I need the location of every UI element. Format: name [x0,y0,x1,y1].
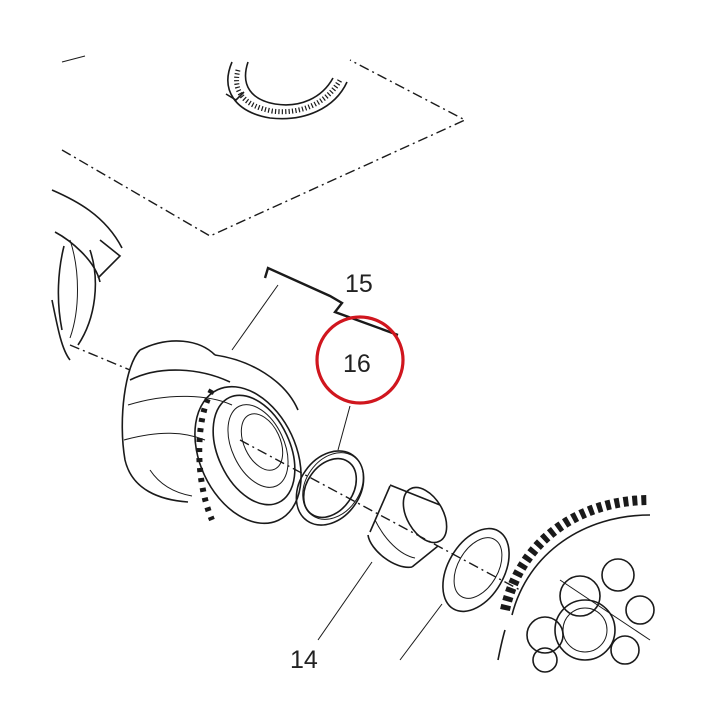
group-outline-dashed [61,55,467,237]
washer-icon [399,527,510,661]
swingarm-section-icon [51,189,123,361]
callout-16-label: 16 [343,350,371,378]
callout-16-group[interactable]: 16 [315,315,405,405]
spacer-bushing-icon [367,484,448,568]
callout-16-highlight-circle [315,315,405,405]
callout-16-leader [337,405,351,451]
assembly-axis-line [69,344,521,591]
callout-15-bracket [231,266,399,351]
callout-14-label: 14 [290,646,318,674]
sprocket-icon [497,495,655,673]
hub-carrier-icon [121,340,302,525]
callout-14-leader [317,561,373,641]
seal-ring-icon [295,450,365,526]
callout-15-label: 15 [345,270,373,298]
bearing-ring-icon [225,61,348,120]
